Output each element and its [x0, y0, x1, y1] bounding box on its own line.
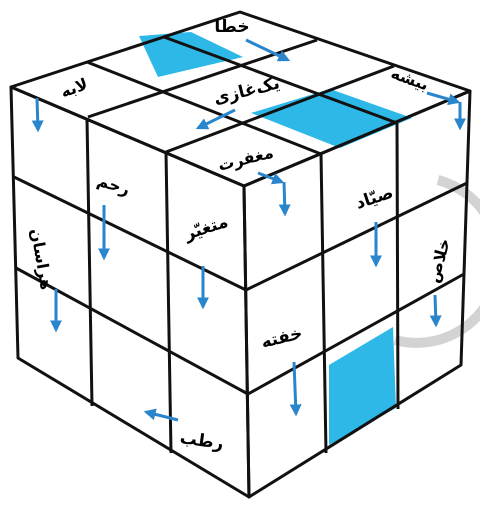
word-khalas: خلاص: [423, 236, 454, 285]
arrow-down-icon: [37, 98, 38, 130]
word-khata: خطا: [214, 17, 249, 37]
top-face-words: خطا یک‌غازی لابه بیشه مغفرت: [58, 17, 431, 175]
arrow-left-icon: [146, 412, 178, 420]
word-harasan: هراسان: [27, 227, 56, 291]
word-sayyad: صیّاد: [353, 183, 396, 214]
right-face-grid: [244, 91, 470, 497]
word-labe: لابه: [58, 74, 90, 101]
arrow-down-icon: [435, 295, 436, 325]
arrow-down-icon: [284, 182, 285, 214]
word-motaghayer: متغیّر: [181, 212, 231, 245]
arrow-down-icon: [294, 362, 296, 414]
word-ratb: رطب: [179, 428, 225, 454]
word-rahm: رحم: [95, 171, 133, 199]
word-yekghazi: یک‌غازی: [212, 73, 282, 109]
word-bishe: بیشه: [389, 63, 432, 94]
word-khofte: خفته: [259, 323, 304, 353]
word-maghfarat: مغفرت: [216, 143, 275, 175]
